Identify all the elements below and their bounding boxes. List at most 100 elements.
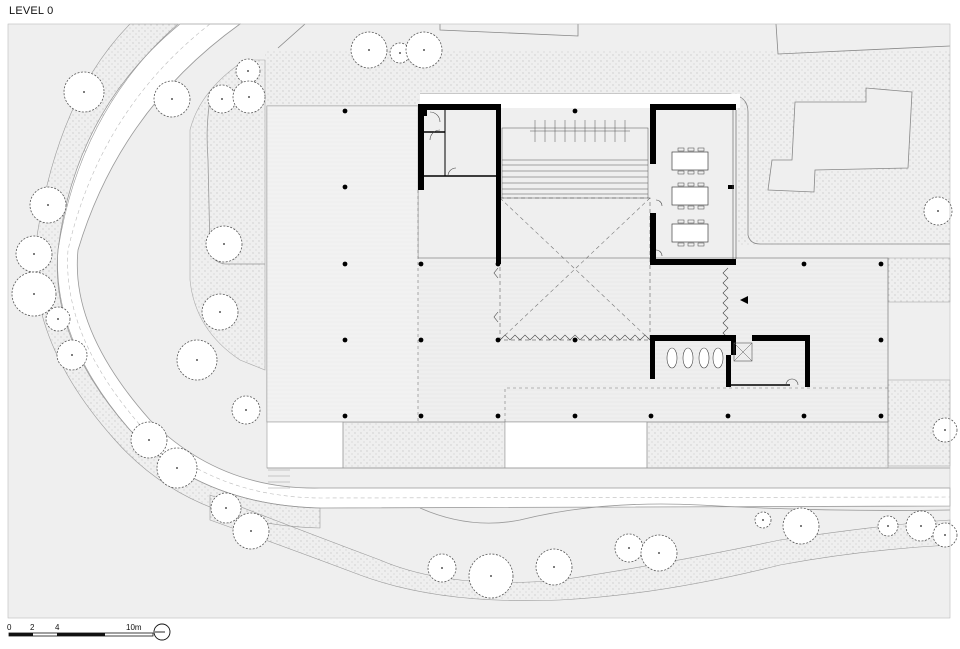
tree-trunk [196, 359, 198, 361]
dining-chair [697, 170, 705, 175]
planting-bed-2 [646, 421, 889, 469]
dining-chair [697, 182, 705, 187]
structural-column [342, 261, 348, 267]
tree-trunk [368, 49, 370, 51]
structural-column [495, 337, 501, 343]
zigzag-edge-west [493, 267, 499, 323]
dining-chair [677, 205, 685, 210]
tree-trunk [490, 575, 492, 577]
neighbour-line-2 [775, 23, 951, 55]
tree-trunk [176, 467, 178, 469]
neighbour-building-1 [439, 24, 579, 37]
tree-trunk [57, 318, 59, 320]
forecourt-2 [504, 421, 648, 469]
tree-trunk [148, 439, 150, 441]
tree-trunk [248, 96, 250, 98]
structural-column [342, 108, 348, 114]
north-arrow-icon [153, 623, 171, 641]
tree-trunk [247, 70, 249, 72]
structural-column [572, 413, 578, 419]
service-core-south [650, 335, 810, 387]
structural-column [801, 261, 807, 267]
dining-chair [697, 205, 705, 210]
tree-trunk [171, 98, 173, 100]
dining-chair [697, 242, 705, 247]
service-core-north [418, 104, 501, 264]
zigzag-edge-south [499, 334, 651, 341]
tree-trunk [800, 525, 802, 527]
crosswalk [268, 469, 290, 489]
dining-chair [677, 242, 685, 247]
dining-chair [697, 147, 705, 152]
drawing-frame [7, 23, 951, 619]
structural-column [725, 413, 731, 419]
tree-trunk [245, 409, 247, 411]
wc-fixture [666, 347, 678, 369]
tree-trunk [250, 530, 252, 532]
structural-column [342, 413, 348, 419]
structural-column [418, 337, 424, 343]
dining-chair [687, 205, 695, 210]
wc-fixture [682, 347, 694, 369]
dining-chair [677, 182, 685, 187]
dining-table [671, 223, 709, 243]
wc-fixtures [666, 347, 724, 369]
dining-table [671, 151, 709, 171]
structural-column [495, 413, 501, 419]
structural-column [342, 337, 348, 343]
dining-chair [687, 182, 695, 187]
tree-trunk [920, 525, 922, 527]
tree-trunk [33, 253, 35, 255]
dining-tables [671, 147, 709, 247]
scale-label-0: 0 [7, 623, 12, 632]
structural-column [495, 261, 501, 267]
grand-stair [501, 120, 649, 199]
dining-chair [697, 219, 705, 224]
structural-column [878, 413, 884, 419]
structural-column [878, 261, 884, 267]
tree-trunk [441, 567, 443, 569]
tree-trunk [223, 243, 225, 245]
structural-column [418, 261, 424, 267]
wc-fixture [698, 347, 710, 369]
neighbour-line-1 [277, 23, 306, 49]
tree-trunk [71, 354, 73, 356]
scale-bar: 0 2 4 10m [7, 623, 154, 637]
structural-column [418, 413, 424, 419]
structural-column [878, 337, 884, 343]
planting-bed-1 [342, 421, 506, 469]
neighbour-building-2 [767, 87, 913, 193]
tree-trunk [47, 204, 49, 206]
path-curve [419, 503, 951, 524]
structural-column [801, 413, 807, 419]
overhang-line-2 [504, 387, 888, 422]
covered-area-west [267, 106, 418, 422]
structural-column [572, 337, 578, 343]
dining-chair [677, 219, 685, 224]
tree-trunk [219, 311, 221, 313]
structural-column [648, 413, 654, 419]
road-centerline [67, 23, 951, 499]
drawing-title: LEVEL 0 [9, 5, 54, 17]
tree-trunk [887, 525, 889, 527]
tree-trunk [83, 91, 85, 93]
inner-path [206, 89, 265, 265]
zigzag-edge-east [722, 267, 729, 339]
landscape-inner-west [189, 59, 266, 371]
tree-trunk [937, 210, 939, 212]
tree-trunk [944, 534, 946, 536]
scale-label-10m: 10m [126, 623, 142, 632]
dining-chair [687, 242, 695, 247]
tree-trunk [762, 519, 764, 521]
landscape-east-1 [887, 257, 951, 303]
forecourt-1 [266, 421, 344, 469]
structural-column [572, 108, 578, 114]
tree-trunk [221, 98, 223, 100]
tree-trunk [553, 566, 555, 568]
column-grid [342, 108, 884, 419]
tree-trunk [658, 552, 660, 554]
trees [11, 31, 958, 599]
dining-chair [687, 219, 695, 224]
tree-trunk [33, 293, 35, 295]
